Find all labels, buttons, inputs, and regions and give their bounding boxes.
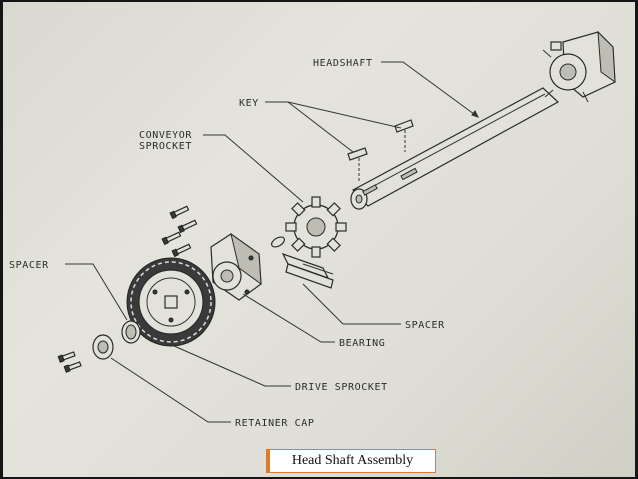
spacer-left-label: SPACER [9,260,49,271]
spacer-right-part [271,236,334,289]
retainer-cap-part [57,334,114,373]
bearing-part [210,232,262,301]
drive-sprocket-part [126,257,216,347]
conveyor-sprocket-label-line1: CONVEYOR [139,130,192,141]
key-part-upper [394,119,414,152]
drawing-sheet: HEADSHAFT KEY CONVEYOR SPROCKET SPACER S… [3,2,635,477]
bearing-label: BEARING [339,338,385,349]
slide-caption: Head Shaft Assembly [266,449,436,473]
end-bearing-assembly [542,30,616,103]
headshaft-part [350,87,560,210]
leader-lines [65,61,479,423]
retainer-cap-label: RETAINER CAP [235,418,314,429]
conveyor-sprocket-part [285,196,347,258]
headshaft-label: HEADSHAFT [313,58,373,69]
drive-sprocket-label: DRIVE SPROCKET [295,382,388,393]
spacer-right-label: SPACER [405,320,445,331]
bearing-bolts [161,205,198,258]
exploded-assembly-drawing: HEADSHAFT KEY CONVEYOR SPROCKET SPACER S… [9,30,616,429]
key-label: KEY [239,98,259,109]
spacer-left-part [121,320,141,344]
conveyor-sprocket-label-line2: SPROCKET [139,141,192,152]
key-part-lower [347,147,368,182]
callout-labels: HEADSHAFT KEY CONVEYOR SPROCKET SPACER S… [9,58,445,429]
